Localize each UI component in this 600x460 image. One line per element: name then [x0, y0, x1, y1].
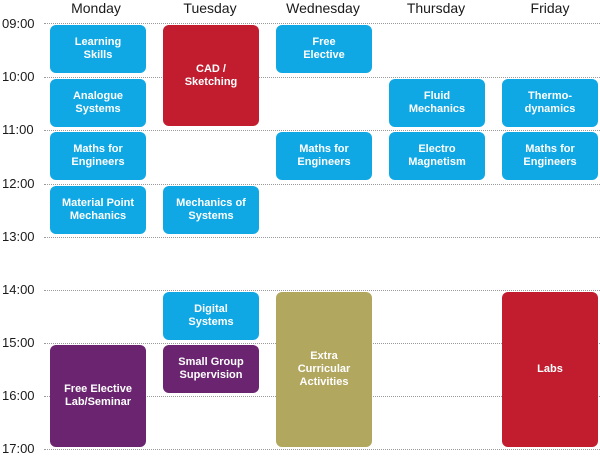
- event-thermodynamics[interactable]: Thermo- dynamics: [502, 79, 598, 127]
- event-electro-magnetism[interactable]: Electro Magnetism: [389, 132, 485, 180]
- time-label-1300: 13:00: [2, 229, 35, 244]
- grid-line-1100: [44, 130, 600, 131]
- grid-line-1700: [44, 449, 600, 450]
- grid-line-1000: [44, 77, 600, 78]
- grid-line-1400: [44, 290, 600, 291]
- time-label-1400: 14:00: [2, 282, 35, 297]
- event-digital-systems[interactable]: Digital Systems: [163, 292, 259, 340]
- day-header-monday: Monday: [71, 0, 121, 16]
- grid-line-1200: [44, 184, 600, 185]
- time-label-1000: 10:00: [2, 69, 35, 84]
- event-material-point-mechanics[interactable]: Material Point Mechanics: [50, 186, 146, 234]
- event-analogue-systems[interactable]: Analogue Systems: [50, 79, 146, 127]
- grid-line-0900: [44, 23, 600, 24]
- time-label-1600: 16:00: [2, 388, 35, 403]
- grid-line-1300: [44, 237, 600, 238]
- event-small-group-supervision[interactable]: Small Group Supervision: [163, 345, 259, 393]
- event-free-elective-wednesday[interactable]: Free Elective: [276, 25, 372, 73]
- time-label-1100: 11:00: [2, 122, 34, 137]
- event-cad-sketching[interactable]: CAD / Sketching: [163, 25, 259, 126]
- event-extra-curricular-activities[interactable]: Extra Curricular Activities: [276, 292, 372, 447]
- event-fluid-mechanics[interactable]: Fluid Mechanics: [389, 79, 485, 127]
- event-maths-for-engineers-wednesday[interactable]: Maths for Engineers: [276, 132, 372, 180]
- event-labs[interactable]: Labs: [502, 292, 598, 447]
- event-maths-for-engineers-friday[interactable]: Maths for Engineers: [502, 132, 598, 180]
- event-maths-for-engineers-monday[interactable]: Maths for Engineers: [50, 132, 146, 180]
- time-label-1200: 12:00: [2, 176, 35, 191]
- day-header-wednesday: Wednesday: [286, 0, 360, 16]
- time-label-1700: 17:00: [2, 441, 35, 456]
- day-header-friday: Friday: [530, 0, 570, 16]
- day-header-thursday: Thursday: [406, 0, 466, 16]
- time-label-0900: 09:00: [2, 16, 35, 31]
- event-free-elective-lab-seminar[interactable]: Free Elective Lab/Seminar: [50, 345, 146, 447]
- event-mechanics-of-systems[interactable]: Mechanics of Systems: [163, 186, 259, 234]
- day-header-tuesday: Tuesday: [183, 0, 237, 16]
- event-learning-skills[interactable]: Learning Skills: [50, 25, 146, 73]
- time-label-1500: 15:00: [2, 335, 35, 350]
